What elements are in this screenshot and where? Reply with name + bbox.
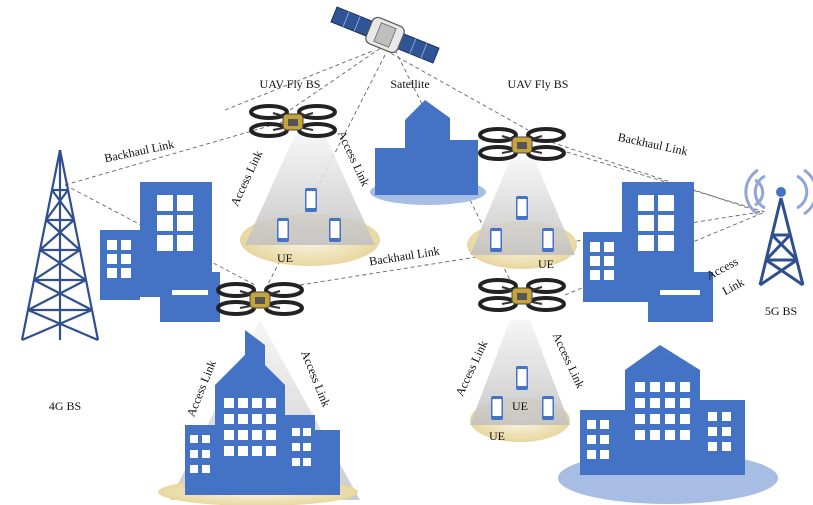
access-link-label: Access Link — [550, 330, 588, 390]
ue-label: UE — [489, 429, 505, 443]
left-mid-buildings — [100, 182, 220, 322]
coverage-cone-bottom-right — [470, 320, 570, 442]
uav-label-left: UAV Fly BS — [260, 77, 321, 91]
ue-label: UE — [512, 399, 528, 413]
coverage-cone-bottom-left — [158, 320, 360, 505]
bottom-right-city — [558, 345, 778, 504]
right-mid-buildings — [583, 182, 713, 322]
access-link-label: Link — [720, 275, 747, 298]
5g-bs-label: 5G BS — [765, 304, 797, 318]
uav-drone-icon — [478, 278, 566, 312]
satellite-label: Satellite — [390, 77, 429, 91]
5g-tower — [744, 168, 813, 287]
coverage-cone-top-left — [240, 135, 380, 266]
4g-tower — [20, 149, 100, 342]
backhaul-link-label-middle: Backhaul Link — [368, 244, 440, 269]
satellite-icon — [330, 6, 440, 64]
uav-drone-icon — [216, 282, 304, 316]
uav-label-right: UAV Fly BS — [508, 77, 569, 91]
access-link-label: Access Link — [227, 148, 265, 208]
access-link-label: Access Link — [184, 358, 219, 419]
backhaul-link-label-right: Backhaul Link — [617, 130, 689, 158]
backhaul-link-label-left: Backhaul Link — [103, 137, 175, 165]
center-building — [370, 100, 486, 205]
ue-label: UE — [538, 257, 554, 271]
coverage-cone-top-right — [467, 160, 577, 269]
uav-drone-icon — [249, 104, 337, 138]
ue-phone — [305, 188, 317, 212]
uav-drone-icon — [478, 127, 566, 161]
ue-label: UE — [277, 251, 293, 265]
4g-bs-label: 4G BS — [49, 399, 81, 413]
